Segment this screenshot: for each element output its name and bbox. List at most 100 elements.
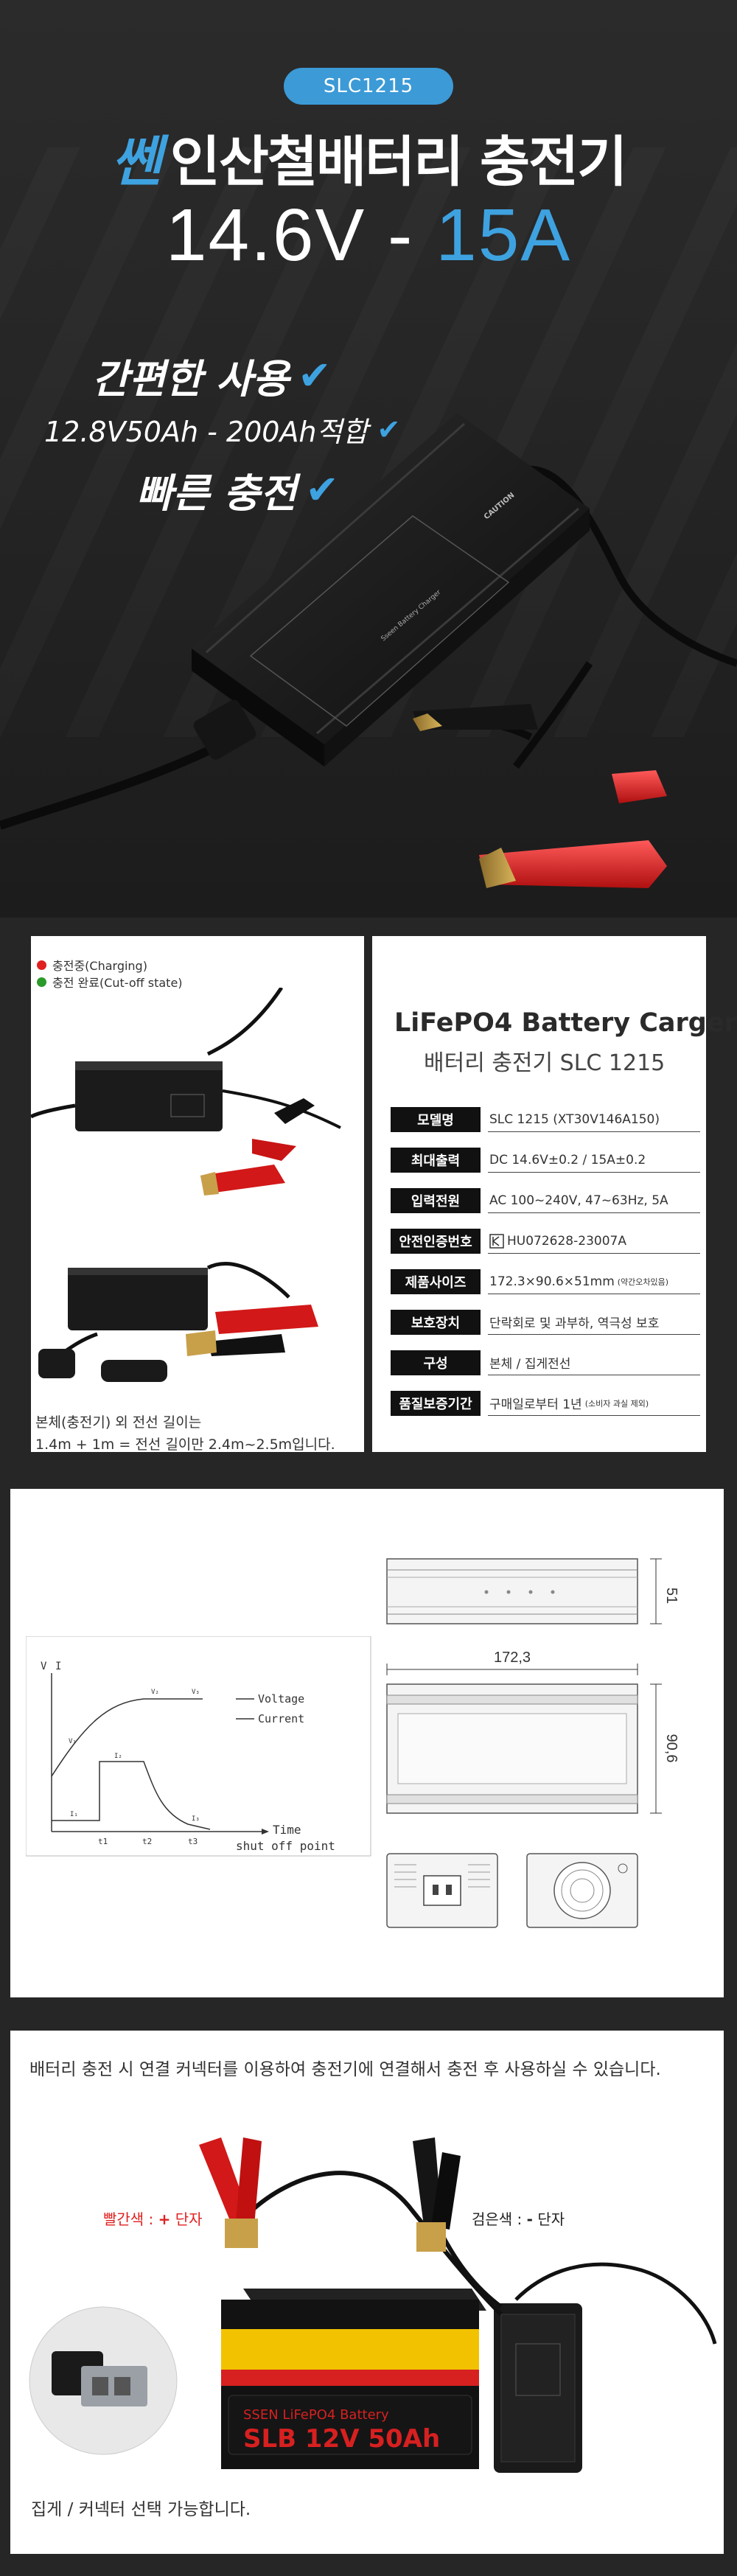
eu-plug (101, 1360, 167, 1382)
red-clamp (199, 2137, 262, 2248)
clamp-tip (186, 1330, 217, 1356)
status-charging: 충전중(Charging) (37, 956, 147, 974)
ac-plug (193, 699, 256, 760)
connector-inset (29, 2306, 178, 2455)
model-badge: SLC1215 (284, 68, 453, 105)
callout-text: 빨간색 : (103, 2210, 158, 2228)
label-v3: V₃ (192, 1689, 200, 1696)
black-terminal-callout: 검은색 : - 단자 (472, 2207, 565, 2229)
spec-value: 172.3×90.6×51mm(약간오차있음) (488, 1269, 700, 1294)
dimension-height: 51 (663, 1588, 680, 1604)
charger-cable (514, 2262, 717, 2345)
dimension-length: 172,3 (494, 1650, 531, 1666)
spec-row-certification: 안전인증번호 HU072628-23007A (391, 1227, 700, 1255)
axis-i-label: I (55, 1661, 61, 1672)
spec-label: 제품사이즈 (391, 1269, 481, 1294)
clamp-cable (241, 2171, 503, 2317)
spec-value: 구매일로부터 1년(소비자 과실 제외) (488, 1391, 700, 1416)
label-v2: V₂ (151, 1689, 159, 1696)
status-label: 충전중(Charging) (52, 959, 147, 973)
callout-text: 검은색 : (472, 2210, 527, 2228)
spec-row-model: 모델명 SLC 1215 (XT30V146A150) (391, 1106, 700, 1134)
side-view: 51 (386, 1558, 680, 1624)
dimension-drawings: 51 172,3 90,6 (386, 1558, 680, 1928)
spec-row-protection: 보호장치 단락회로 및 과부하, 역극성 보호 (391, 1308, 700, 1336)
battery: SSEN LiFePO4 Battery SLB 12V 50Ah (221, 2289, 486, 2469)
spec-value-text: 172.3×90.6×51mm (489, 1274, 615, 1289)
curve-frame (26, 1636, 371, 1857)
spec-value-text: HU072628-23007A (507, 1233, 626, 1249)
callout-text: 단자 (532, 2210, 565, 2228)
spec-row-warranty: 품질보증기간 구매일로부터 1년(소비자 과실 제외) (391, 1389, 700, 1417)
ac-plug (38, 1349, 75, 1378)
cable-length-note: 본체(충전기) 외 전선 길이는 1.4m + 1m = 전선 길이만 2.4m… (35, 1411, 335, 1456)
spec-voltage: 14.6V - (165, 194, 436, 276)
feature-easy-use: 간편한 사용 ✔ (92, 346, 331, 405)
feature-fast-charge: 빠른 충전 ✔ (136, 461, 339, 519)
label-v1: V₁ (69, 1738, 77, 1745)
red-clamp (252, 1139, 296, 1161)
cable-note-line2: 1.4m + 1m = 전선 길이만 2.4m~2.5m입니다. (35, 1437, 335, 1453)
check-icon: ✔ (298, 352, 332, 399)
black-clamp (208, 1334, 285, 1356)
spec-value-note: (약간오차있음) (617, 1277, 669, 1287)
black-clamp (413, 704, 538, 731)
spec-value: SLC 1215 (XT30V146A150) (488, 1107, 700, 1132)
spec-label: 입력전원 (391, 1188, 481, 1213)
top-view: 172,3 90,6 (386, 1650, 680, 1814)
spec-label: 품질보증기간 (391, 1391, 481, 1416)
spec-value-text: SLC 1215 (XT30V146A150) (489, 1111, 660, 1127)
spec-label: 최대출력 (391, 1148, 481, 1173)
cable (206, 988, 284, 1056)
spec-value-text: AC 100~240V, 47~63Hz, 5A (489, 1193, 668, 1208)
feature-label: 간편한 사용 (92, 356, 290, 402)
charger-top-edge (75, 1061, 223, 1070)
heat-fins (206, 422, 579, 735)
diagram-section: V I t1 t2 t3 V₁ V₂ V₃ I₁ I₂ I₃ Voltage C… (0, 1489, 737, 2005)
legend-voltage: Voltage (258, 1692, 304, 1706)
charger-side (192, 649, 324, 767)
current-curve (52, 1761, 211, 1830)
shut-off-note: shut off point (236, 1839, 335, 1853)
product-title: LiFePO4 Battery Carger (394, 1008, 737, 1038)
status-label: 충전 완료(Cut-off state) (52, 976, 183, 990)
tick-t3: t3 (188, 1837, 198, 1846)
status-complete: 충전 완료(Cut-off state) (37, 973, 183, 991)
voltage-curve (51, 1698, 203, 1777)
label-i1: I₁ (70, 1811, 78, 1818)
charging-curve-diagram: V I t1 t2 t3 V₁ V₂ V₃ I₁ I₂ I₃ Voltage C… (26, 1636, 371, 1857)
spec-row-size: 제품사이즈 172.3×90.6×51mm(약간오차있음) (391, 1268, 700, 1296)
charger-face (500, 2314, 576, 2462)
spec-label: 안전인증번호 (391, 1229, 481, 1254)
red-terminal-callout: 빨간색 : + 단자 (103, 2207, 203, 2229)
spec-label: 모델명 (391, 1107, 481, 1132)
cable (222, 1089, 341, 1129)
label-i3: I₃ (192, 1815, 200, 1823)
charger-top-edge (68, 1268, 208, 1275)
title-text: 인산철배터리 충전기 (170, 130, 627, 194)
check-icon: ✔ (377, 413, 401, 446)
spec-value-note: (소비자 과실 제외) (584, 1398, 649, 1409)
red-clamp (215, 1305, 318, 1334)
label-i2: I₂ (114, 1753, 122, 1760)
charger-photo-bottom (68, 1268, 208, 1330)
label-box (170, 1094, 205, 1117)
charger-label-area (249, 515, 510, 727)
battery-model: SLB 12V 50Ah (243, 2424, 440, 2454)
spec-row-input: 입력전원 AC 100~240V, 47~63Hz, 5A (391, 1187, 700, 1215)
feature-label: 12.8V50Ah - 200Ah적합 (44, 416, 368, 448)
end-view-fan (526, 1853, 638, 1928)
black-clamp (274, 1098, 315, 1124)
clamp-tip (200, 1172, 219, 1195)
legend-current: Current (258, 1712, 304, 1725)
spec-value: 단락회로 및 과부하, 역극성 보호 (488, 1310, 700, 1335)
usage-section: 배터리 충전 시 연결 커넥터를 이용하여 충전기에 연결해서 충전 후 사용하… (0, 2005, 737, 2576)
charger-photo-top (75, 1061, 223, 1131)
spec-value: 본체 / 집게전선 (488, 1350, 700, 1375)
charger-product-image: Sseen Battery Charger CAUTION (0, 413, 737, 888)
feature-label: 빠른 충전 (136, 470, 297, 517)
spec-amp: 15A (436, 194, 572, 276)
black-clamp (413, 2137, 461, 2252)
axis-v-label: V (41, 1661, 47, 1672)
kc-mark-icon (489, 1233, 504, 1249)
